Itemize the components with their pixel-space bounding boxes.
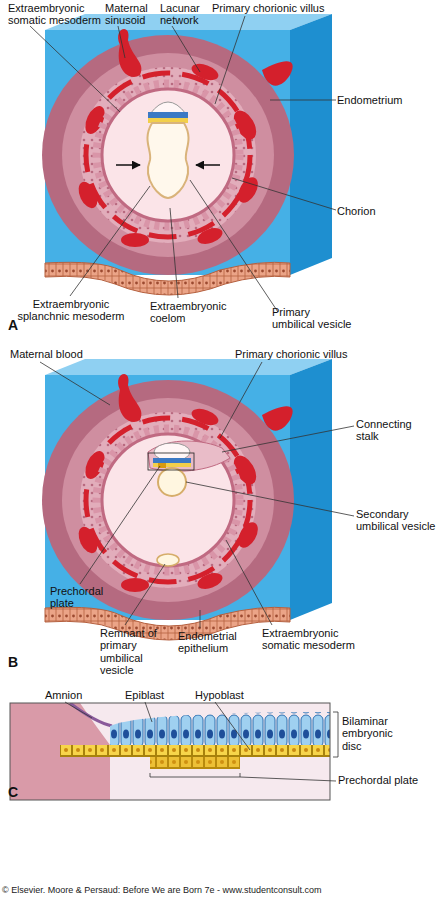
part-label: Remnant of primary umbilical vesicle [100, 627, 170, 676]
art-shape [196, 164, 220, 166]
art-shape [148, 453, 194, 470]
panel-b-art [42, 359, 332, 640]
art-shape [153, 458, 191, 463]
part-label: Epiblast [125, 689, 185, 701]
art-shape [97, 84, 239, 226]
art-shape [157, 554, 179, 566]
art-shape [270, 100, 336, 101]
endometrium-block [42, 359, 332, 640]
art-shape [118, 26, 125, 58]
art-shape [158, 468, 186, 496]
art-shape [200, 610, 201, 628]
part-label: Maternal sinusoid [105, 2, 157, 27]
art-shape [215, 702, 250, 750]
part-label: Extraembryonic splanchnic mesoderm [6, 298, 136, 323]
endometrium-block [42, 14, 332, 295]
art-shape [60, 745, 330, 757]
part-label: Extraembryonic somatic mesoderm [8, 2, 108, 27]
art-shape [148, 441, 230, 471]
art-shape [220, 362, 262, 438]
part-label: Primary chorionic villus [235, 348, 375, 360]
part-label: Connecting stalk [356, 418, 426, 443]
art-shape [30, 26, 120, 112]
part-label: Primary umbilical vesicle [272, 306, 352, 331]
art-shape [70, 186, 150, 296]
part-label: Maternal blood [10, 348, 120, 360]
panel-c-art [10, 703, 338, 800]
part-label: Extraembryonic coelom [150, 300, 235, 325]
copyright-note: © Elsevier. Moore & Persaud: Before We a… [2, 885, 440, 895]
art-shape [190, 180, 278, 312]
art-shape [125, 564, 165, 625]
part-label: Extraembryonic somatic mesoderm [262, 627, 357, 652]
leader-lines [30, 16, 354, 781]
art-shape [240, 777, 336, 781]
panel-letter: A [8, 318, 28, 334]
part-label: Prechordal plate [50, 585, 112, 610]
art-shape [150, 757, 240, 769]
art-shape [40, 362, 110, 405]
part-label: Bilaminar embryonic disc [342, 715, 412, 752]
art-shape [97, 429, 239, 571]
part-label: Primary chorionic villus [212, 2, 352, 14]
art-shape [170, 208, 178, 298]
art-shape [145, 702, 152, 722]
art-shape [172, 26, 200, 72]
art-shape [333, 712, 338, 757]
panel-letter: C [8, 785, 28, 801]
panel-letter: B [8, 655, 28, 671]
art-shape [110, 712, 330, 745]
art-shape [80, 466, 160, 584]
part-label: Chorion [337, 205, 437, 217]
part-label: Endometrial epithelium [178, 630, 258, 655]
art-shape [102, 89, 234, 221]
art-shape [10, 703, 330, 800]
art-shape [102, 434, 234, 566]
art-shape [232, 178, 336, 210]
art-shape [226, 540, 272, 625]
part-label: Lacunar network [160, 2, 210, 27]
art-shape [10, 703, 330, 800]
art-shape [150, 757, 240, 769]
art-shape [147, 123, 188, 198]
art-shape [186, 482, 354, 516]
art-shape [70, 703, 112, 726]
part-label: Endometrium [337, 94, 437, 106]
part-label: Prechordal plate [338, 774, 438, 786]
part-label: Amnion [45, 689, 105, 701]
art-shape [10, 703, 330, 800]
art-shape [215, 16, 245, 104]
art-shape [148, 112, 188, 118]
art-shape [116, 164, 140, 166]
art-shape [222, 426, 354, 452]
part-label: Hypoblast [195, 689, 265, 701]
art-shape [150, 773, 240, 777]
panel-a-art [42, 14, 332, 295]
part-label: Secondary umbilical vesicle [356, 508, 436, 533]
art-shape [65, 702, 92, 718]
art-shape [153, 463, 191, 467]
